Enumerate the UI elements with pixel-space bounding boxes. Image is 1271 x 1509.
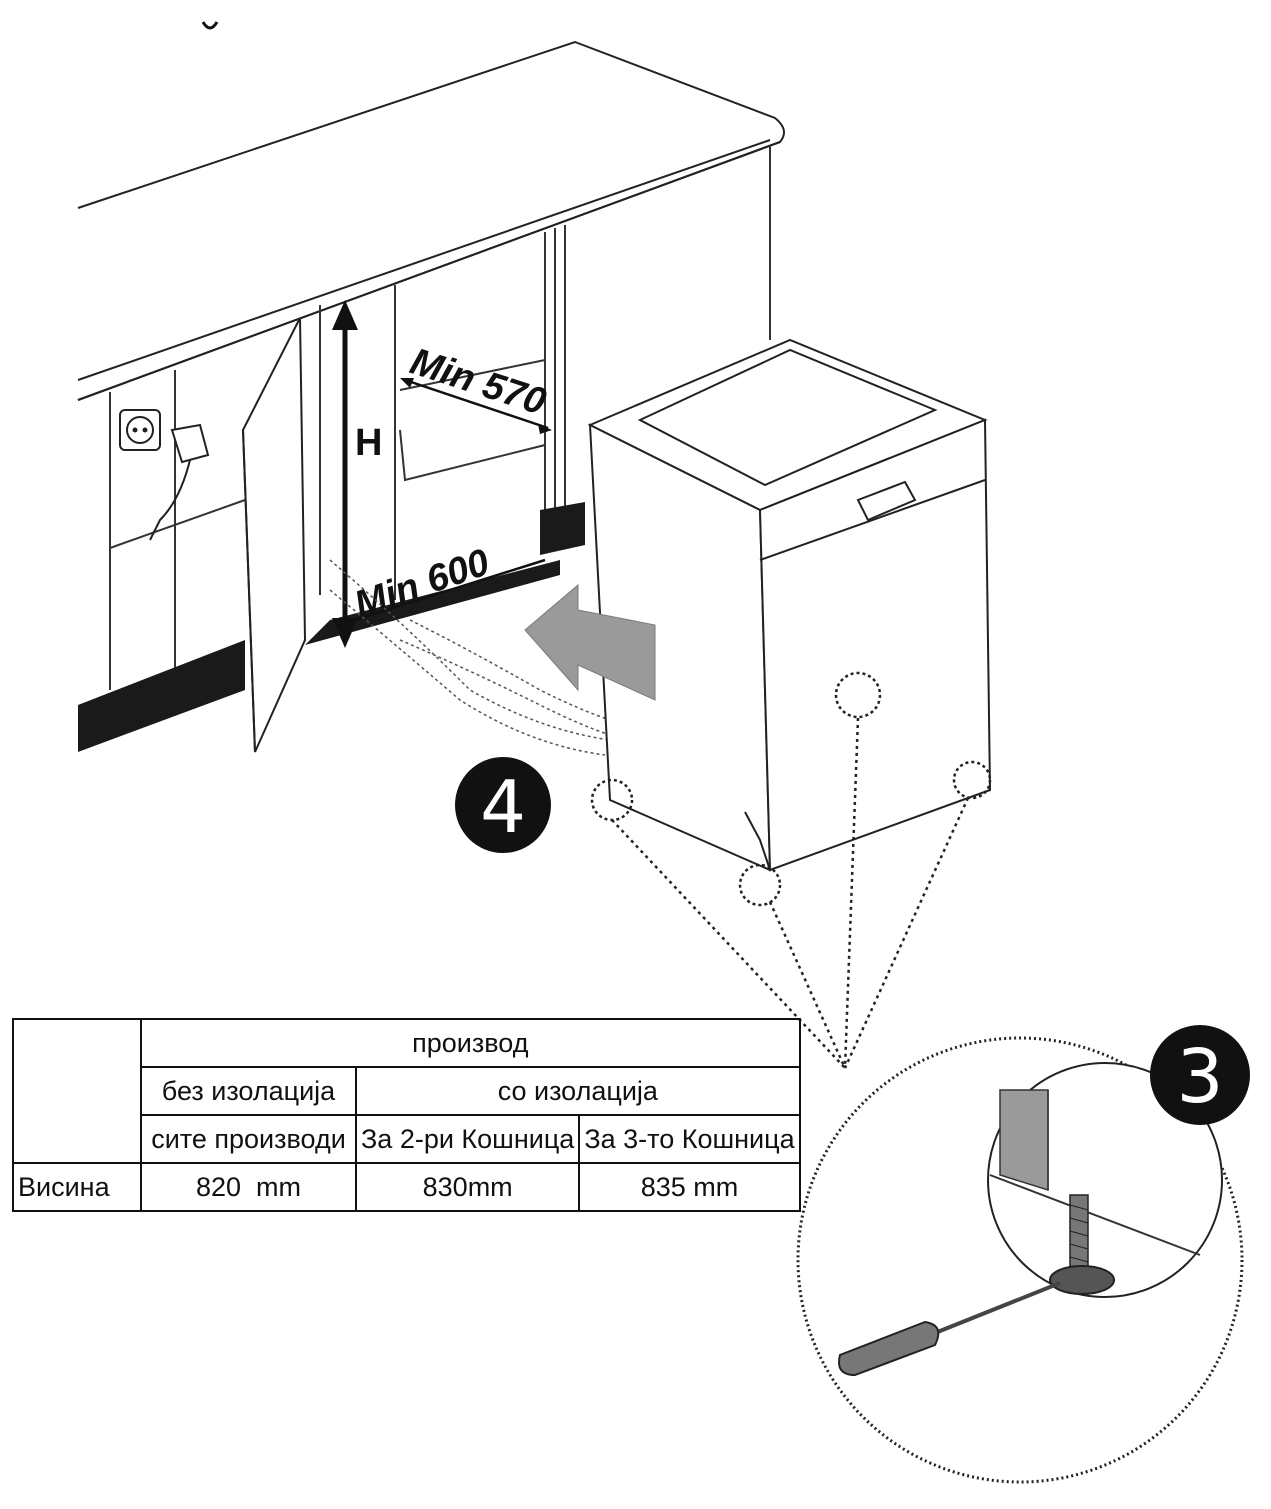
- table-row: сите производи За 2-ри Кошница За 3-то К…: [13, 1114, 801, 1164]
- open-cabinet-door: [241, 317, 307, 753]
- step-3-number: 3: [1176, 1034, 1223, 1120]
- without-insulation-header: без изолација: [140, 1066, 357, 1116]
- adjustable-foot-markers: [590, 671, 992, 907]
- third-basket-header: За 3-то Кошница: [578, 1114, 801, 1164]
- min-depth-label: Min 570: [405, 341, 551, 424]
- push-direction-arrow: [524, 583, 656, 701]
- right-plinth: [540, 502, 585, 555]
- height-value-all: 820 mm: [140, 1162, 357, 1212]
- width-dimension-line: [354, 558, 546, 622]
- all-products-header: сите производи: [140, 1114, 357, 1164]
- empty-corner-cell: [12, 1018, 142, 1164]
- left-plinth: [78, 640, 245, 752]
- table-row: Висина 820 mm 830mm 835 mm: [12, 1162, 801, 1212]
- power-socket-icon: [119, 409, 161, 451]
- second-basket-header: За 2-ри Кошница: [354, 1114, 581, 1164]
- gap-floor-strip: [305, 560, 560, 645]
- height-value-3: 835 mm: [578, 1162, 801, 1212]
- height-arrow: [332, 300, 358, 648]
- height-row-label: Висина: [12, 1162, 142, 1212]
- height-value-2: 830mm: [354, 1162, 581, 1212]
- adjustment-screw: [1049, 1194, 1115, 1295]
- foot-adjustment-detail: [796, 1036, 1244, 1484]
- countertop: [77, 40, 785, 401]
- screwdriver-icon: [838, 1281, 1061, 1377]
- cabinet-units: [109, 145, 771, 690]
- step-4-number: 4: [480, 765, 526, 849]
- height-label: H: [355, 422, 382, 464]
- detail-leader-lines: [611, 717, 970, 1069]
- step-4-badge: 4: [455, 757, 551, 853]
- drain-hose: [329, 559, 611, 756]
- dishwasher-appliance: [587, 338, 992, 872]
- product-header: производ: [140, 1018, 801, 1068]
- power-plug-icon: [149, 423, 210, 541]
- height-specification-table: производ без изолација со изолација сите…: [12, 1018, 801, 1212]
- top-mark: [201, 21, 219, 30]
- step-3-badge: 3: [1150, 1025, 1250, 1125]
- min-width-label: Min 600: [349, 541, 494, 626]
- table-row: без изолација со изолација: [13, 1066, 801, 1116]
- with-insulation-header: со изолација: [355, 1066, 801, 1116]
- table-row: производ: [12, 1018, 801, 1164]
- depth-dimension-line: [400, 378, 552, 434]
